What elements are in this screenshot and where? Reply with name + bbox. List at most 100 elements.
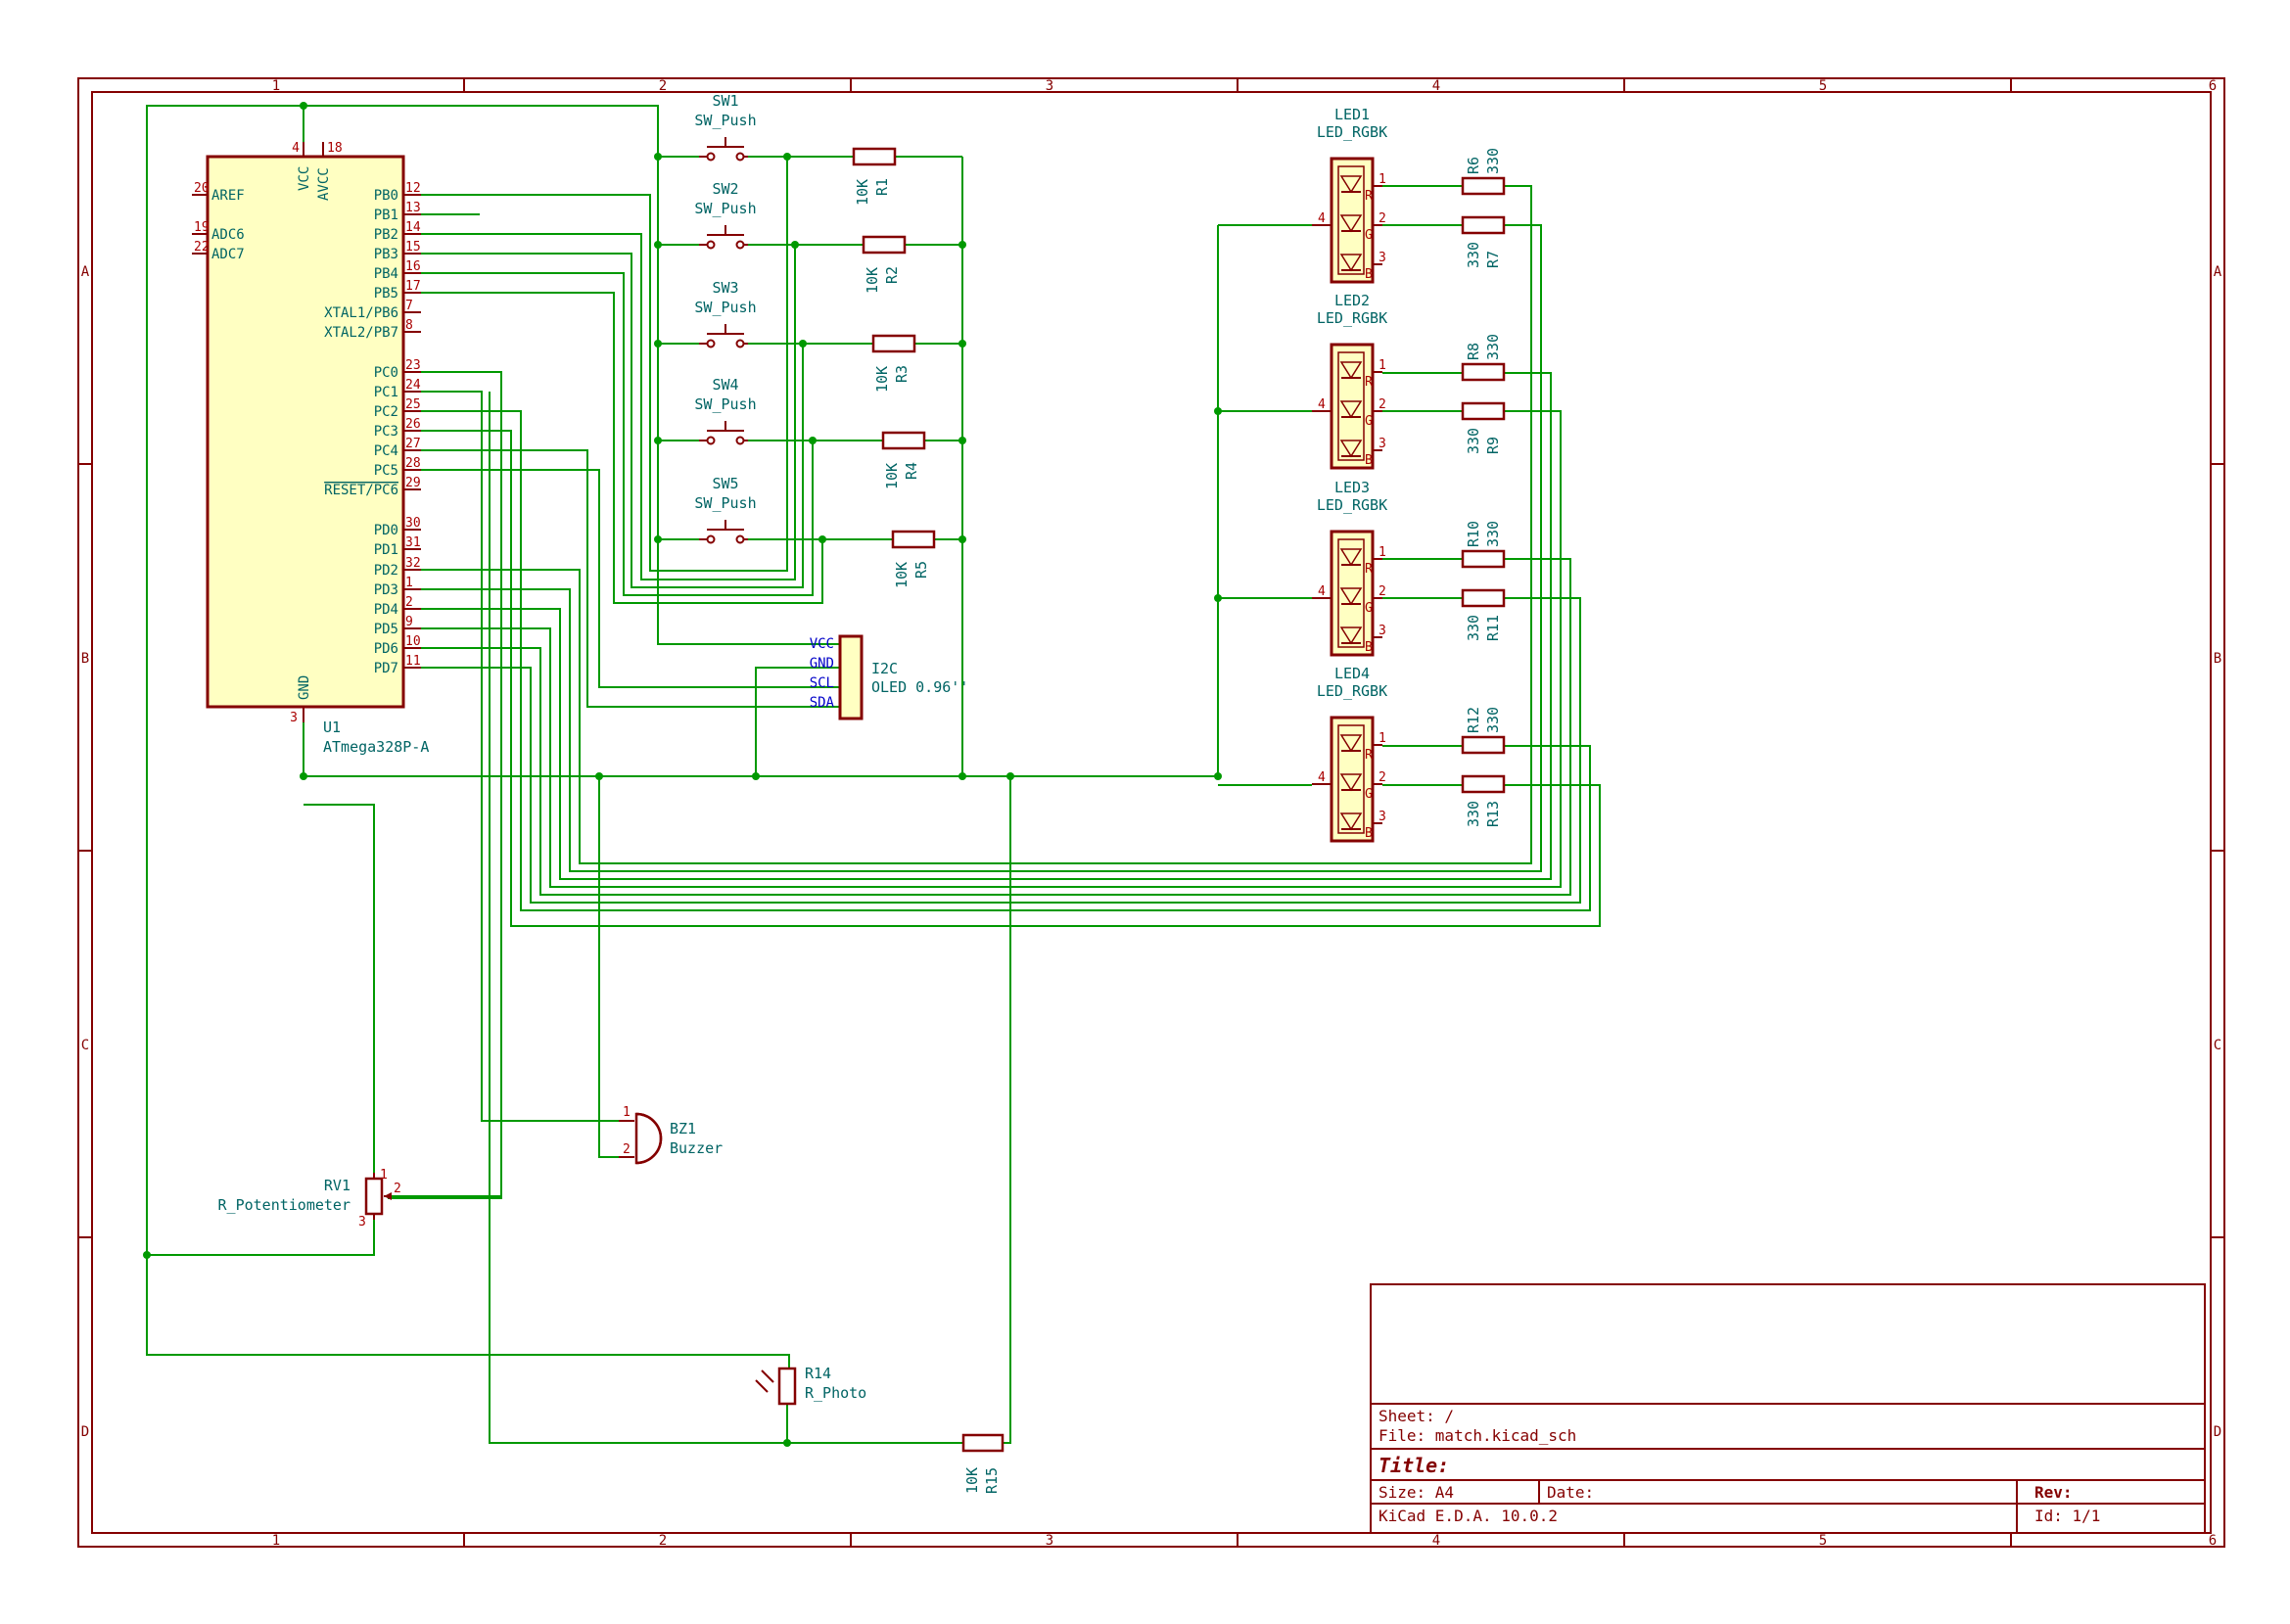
led-pin-number: 4 [1318,770,1326,785]
row-label: C [2214,1038,2221,1053]
led-ref: LED3 [1334,479,1370,496]
pin-name: PB0 [374,188,398,204]
led-ref: LED1 [1334,106,1370,123]
pin-name: GND [297,675,312,700]
column-label: 6 [2209,78,2217,94]
led-pin-number: 1 [1379,545,1386,560]
pin-number: 28 [405,456,421,471]
pin-name: PD1 [374,542,398,558]
led-pin-number: 3 [1379,251,1386,265]
pot-pin2: 2 [394,1182,401,1196]
resistor-value: 330 [1465,428,1482,454]
pin-name: PC2 [374,404,398,420]
r15-resistor: 10K R15 [961,1433,1005,1494]
pin-name: VCC [297,166,312,191]
led-pin-number: 2 [1379,397,1386,412]
switch-ref: SW5 [712,475,738,492]
pin-name: PD0 [374,523,398,538]
buzzer-symbol: 1 2 BZ1 Buzzer [619,1105,723,1165]
pin-number: 22 [194,240,210,255]
led-color-letter: G [1365,228,1373,243]
resistor-ref: R13 [1484,801,1502,827]
rev-label: Rev: [2034,1483,2073,1502]
pin-number: 18 [327,141,343,156]
pin-number: 31 [405,535,421,550]
pin-name: PD4 [374,602,398,618]
row-label: D [81,1424,89,1440]
row-label: B [2214,651,2221,667]
column-label: 1 [272,1533,280,1549]
column-label: 4 [1432,78,1440,94]
switch-value: SW_Push [694,112,756,129]
pin-number: 20 [194,181,210,196]
row-label: A [81,264,90,280]
led-value: LED_RGBK [1317,496,1387,514]
photo-value: R_Photo [805,1384,866,1402]
pin-name: PB1 [374,208,398,223]
pin-number: 17 [405,279,421,294]
led-color-letter: G [1365,601,1373,616]
resistor-value: 330 [1484,707,1502,733]
buzzer-pin2: 2 [623,1142,631,1157]
column-label: 1 [272,78,280,94]
pin-name: PD5 [374,622,398,637]
pot-pin3: 3 [358,1215,366,1230]
file-label: File: match.kicad_sch [1379,1426,1576,1445]
pin-number: 15 [405,240,421,255]
resistor-value: 330 [1484,148,1502,174]
resistor-ref: R9 [1484,437,1502,454]
led-pin-number: 2 [1379,584,1386,599]
pin-number: 16 [405,259,421,274]
column-label: 3 [1046,78,1053,94]
pin-name: PC1 [374,385,398,400]
pin-name: PC5 [374,463,398,479]
switch-value: SW_Push [694,299,756,316]
r15-value: 10K [963,1467,981,1494]
buzzer-ref: BZ1 [670,1120,696,1137]
led-pin-number: 2 [1379,770,1386,785]
pin-name: PB5 [374,286,398,302]
column-label: 4 [1432,1533,1440,1549]
pin-number: 24 [405,378,421,393]
pin-number: 14 [405,220,421,235]
pin-number: 7 [405,299,413,313]
led-pin-number: 4 [1318,397,1326,412]
pot-ref: RV1 [324,1177,351,1194]
led-color-letter: B [1365,453,1373,468]
sheet-id-label: Id: 1/1 [2034,1507,2100,1525]
oled-pin-scl: SCL [810,675,834,691]
title-block: Sheet: / File: match.kicad_sch Title: Si… [1370,1283,2206,1534]
wires [146,105,1601,1444]
switch-value: SW_Push [694,395,756,413]
pin-name: PD3 [374,582,398,598]
led-color-letter: R [1365,562,1373,577]
pin-name: AREF [211,188,245,204]
oled-pin-vcc: VCC [810,636,834,652]
led-color-letter: B [1365,826,1373,841]
pin-number: 27 [405,437,421,451]
resistor-ref: R12 [1465,707,1482,733]
led-color-letter: R [1365,375,1373,390]
resistor-ref: R3 [893,365,911,383]
oled-ref: I2C [871,660,898,677]
pin-number: 3 [290,711,298,725]
led-color-letter: B [1365,640,1373,655]
pin-number: 30 [405,516,421,531]
resistor-ref: R5 [912,561,930,579]
resistor-ref: R11 [1484,615,1502,641]
pin-name: PC0 [374,365,398,381]
